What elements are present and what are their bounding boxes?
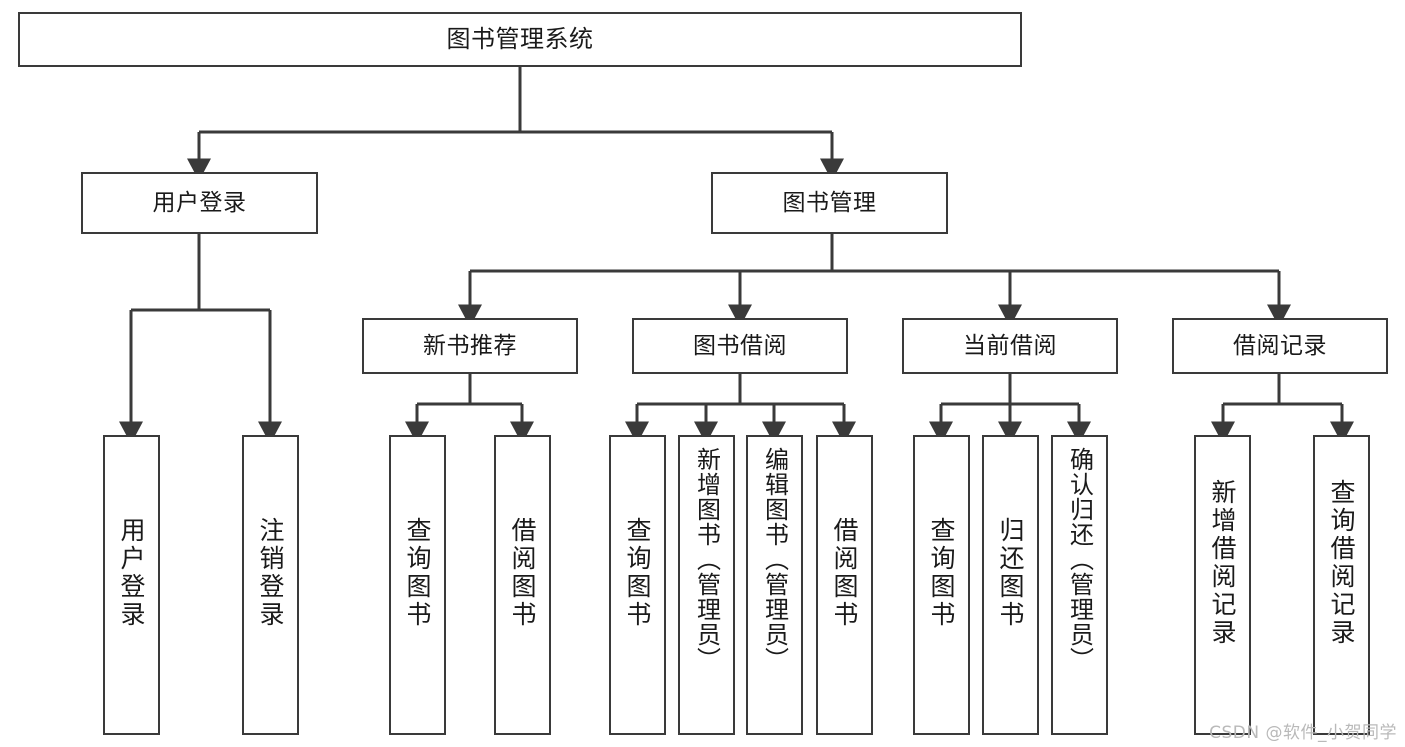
- node-borrow-record[interactable]: 借阅记录: [1172, 318, 1388, 374]
- node-leaf-return-book[interactable]: 归还图书: [982, 435, 1039, 735]
- node-label: 查询图书: [403, 517, 432, 629]
- node-label: 编辑图书（管理员）: [760, 447, 789, 672]
- node-leaf-add-borrow-record[interactable]: 新增借阅记录: [1194, 435, 1251, 735]
- node-leaf-user-login[interactable]: 用户登录: [103, 435, 160, 735]
- node-leaf-confirm-return-admin[interactable]: 确认归还（管理员）: [1051, 435, 1108, 735]
- node-leaf-query-book-recommend[interactable]: 查询图书: [389, 435, 446, 735]
- node-book-management[interactable]: 图书管理: [711, 172, 948, 234]
- node-label: 图书借阅: [693, 332, 787, 359]
- node-leaf-query-book-current[interactable]: 查询图书: [913, 435, 970, 735]
- node-label: 用户登录: [117, 517, 146, 629]
- node-label: 图书管理: [782, 189, 877, 216]
- node-label: 归还图书: [996, 517, 1025, 629]
- node-label: 用户登录: [152, 189, 247, 216]
- node-label: 借阅记录: [1233, 332, 1327, 359]
- node-label: 新增图书（管理员）: [692, 447, 721, 672]
- node-label: 借阅图书: [830, 517, 859, 629]
- node-label: 查询图书: [927, 517, 956, 629]
- node-book-borrow[interactable]: 图书借阅: [632, 318, 848, 374]
- node-leaf-borrow-book-borrow[interactable]: 借阅图书: [816, 435, 873, 735]
- node-current-borrow[interactable]: 当前借阅: [902, 318, 1118, 374]
- node-leaf-logout-login[interactable]: 注销登录: [242, 435, 299, 735]
- node-label: 借阅图书: [508, 517, 537, 629]
- node-label: 新书推荐: [423, 332, 517, 359]
- node-leaf-query-book-borrow[interactable]: 查询图书: [609, 435, 666, 735]
- node-label: 查询借阅记录: [1327, 479, 1356, 647]
- node-label: 当前借阅: [963, 332, 1057, 359]
- node-label: 注销登录: [256, 517, 285, 629]
- node-leaf-borrow-book-recommend[interactable]: 借阅图书: [494, 435, 551, 735]
- node-label: 查询图书: [623, 517, 652, 629]
- node-root-book-management-system[interactable]: 图书管理系统: [18, 12, 1022, 67]
- node-label: 新增借阅记录: [1208, 479, 1237, 647]
- node-label: 图书管理系统: [446, 24, 594, 53]
- node-leaf-add-book-admin[interactable]: 新增图书（管理员）: [678, 435, 735, 735]
- node-user-login[interactable]: 用户登录: [81, 172, 318, 234]
- node-label: 确认归还（管理员）: [1065, 447, 1094, 672]
- csdn-watermark: CSDN @软件_小贺同学: [1209, 723, 1397, 743]
- node-leaf-query-borrow-record[interactable]: 查询借阅记录: [1313, 435, 1370, 735]
- node-leaf-edit-book-admin[interactable]: 编辑图书（管理员）: [746, 435, 803, 735]
- node-new-book-recommend[interactable]: 新书推荐: [362, 318, 578, 374]
